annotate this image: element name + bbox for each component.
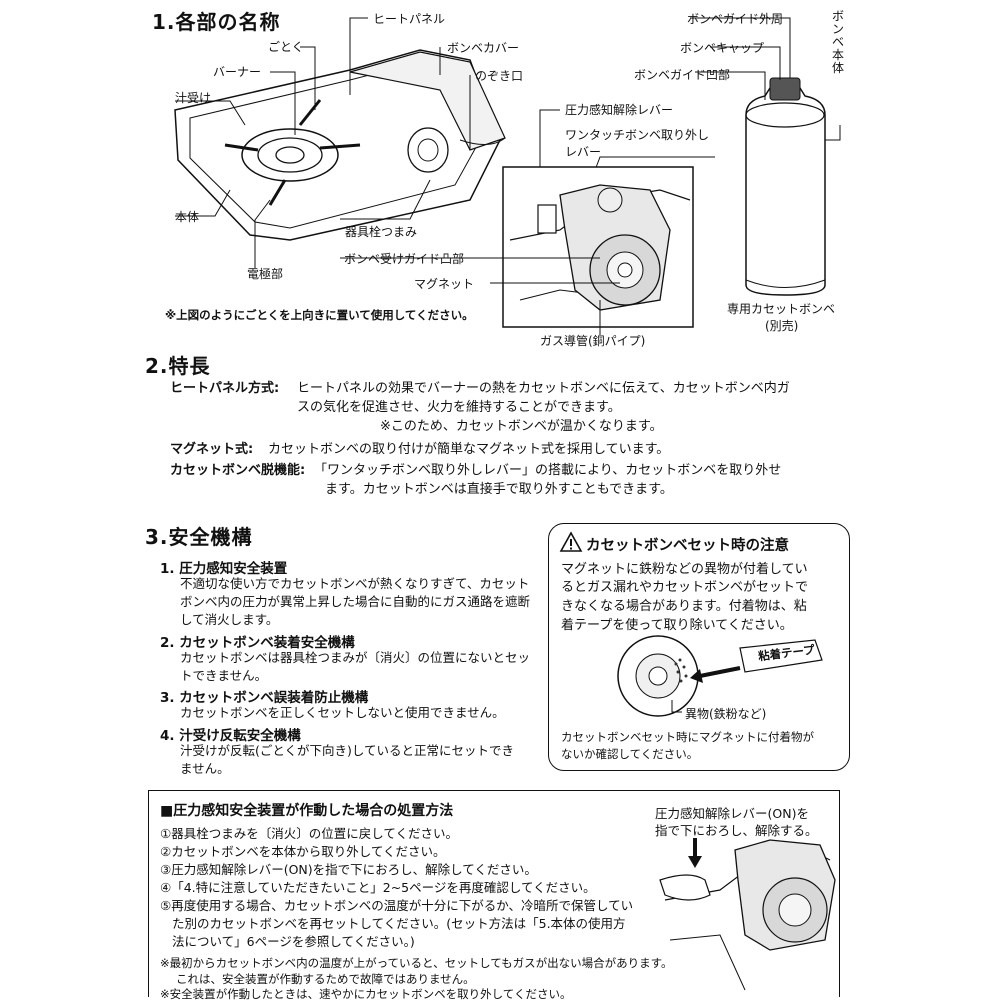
procedure-step: ②カセットボンベを本体から取り外してください。	[160, 844, 446, 859]
foreign-label: 異物(鉄粉など)	[685, 707, 767, 721]
procedure-note: ※最初からカセットボンベ内の温度が上がっていると、セットしてもガスが出ない場合が…	[160, 956, 673, 970]
label-guide-concave: ボンベガイド凹部	[634, 68, 731, 82]
caution-footer: ないか確認してください。	[561, 747, 699, 761]
feature-line: スの気化を促進させ、火力を維持することができます。	[297, 400, 621, 415]
safety-item-line: トできません。	[180, 668, 268, 683]
procedure-box	[148, 790, 840, 997]
caution-box	[548, 523, 850, 771]
label-denkyoku: 電極部	[247, 267, 284, 281]
feature-term: ヒートパネル方式:	[170, 381, 280, 396]
feature-line: ます。カセットボンベは直接手で取り外すこともできます。	[325, 482, 673, 497]
section1-note: ※上図のようにごとくを上向きに置いて使用してください。	[165, 308, 474, 322]
feature-line: カセットボンベの取り付けが簡単なマグネット式を採用しています。	[268, 442, 670, 457]
caution-title: カセットボンベセット時の注意	[586, 538, 789, 554]
safety-item-line: カセットボンベは器具栓つまみが〔消火〕の位置にないとセッ	[180, 650, 531, 665]
procedure-title: ■圧力感知安全装置が作動した場合の処置方法	[160, 803, 454, 819]
safety-item-line: して消火します。	[180, 612, 279, 627]
feature-line: 「ワンタッチボンベ取り外しレバー」の搭載により、カセットボンベを取り外せ	[314, 463, 782, 478]
procedure-side-caption: 指で下におろし、解除する。	[655, 823, 818, 838]
procedure-side-caption: 圧力感知解除レバー(ON)を	[655, 806, 809, 821]
label-bombe-cover: ボンベカバー	[447, 41, 520, 55]
procedure-step: ⑤再度使用する場合、カセットボンベの温度が十分に下がるか、冷暗所で保管してい	[160, 898, 634, 913]
label-hontai: 本体	[175, 210, 200, 224]
label-pressure-lever: 圧力感知解除レバー	[565, 103, 674, 117]
safety-item-line: 不適切な使い方でカセットボンベが熱くなりすぎて、カセット	[180, 576, 530, 591]
label-gas-pipe: ガス導管(銅パイプ)	[540, 334, 646, 348]
label-gotoku: ごとく	[268, 40, 304, 54]
label-one-touch-2: レバー	[565, 145, 602, 159]
section3-title: 3.安全機構	[145, 525, 253, 549]
safety-item-line: 汁受けが反転(ごとくが下向き)していると正常にセットでき	[180, 743, 515, 758]
label-magnet: マグネット	[414, 277, 475, 291]
label-guide-convex: ボンベ受けガイド凸部	[344, 252, 465, 266]
procedure-note: これは、安全装置が作動するためで故障ではありません。	[176, 972, 475, 986]
label-one-touch: ワンタッチボンベ取り外し	[565, 128, 710, 142]
procedure-step: た別のカセットボンベを再セットしてください。(セット方法は「5.本体の使用方	[172, 916, 626, 931]
procedure-note: ※安全装置が作動したときは、速やかにカセットボンベを取り外してください。	[160, 987, 572, 1001]
safety-item-line: カセットボンベを正しくセットしないと使用できません。	[180, 705, 505, 720]
safety-item-title: 1. 圧力感知安全装置	[160, 561, 288, 577]
procedure-step: ④「4.特に注意していただきたいこと」2~5ページを再度確認してください。	[160, 880, 596, 895]
procedure-step: ①器具栓つまみを〔消火〕の位置に戻してください。	[160, 826, 458, 841]
label-sold-separately: (別売)	[765, 319, 799, 333]
label-cassette-bombe: 専用カセットボンベ	[727, 302, 836, 316]
label-guide-outer: ボンベガイド外周	[687, 12, 784, 26]
caution-footer: カセットボンベセット時にマグネットに付着物が	[561, 730, 814, 744]
feature-term: マグネット式:	[170, 442, 254, 457]
caution-line: 着テープを使って取り除いてください。	[561, 618, 793, 633]
caution-line: るとガス漏れやカセットボンベがセットで	[561, 580, 809, 595]
label-knob: 器具栓つまみ	[345, 225, 418, 239]
safety-item-line: ません。	[180, 761, 230, 776]
warning-icon	[559, 531, 583, 552]
procedure-step: ③圧力感知解除レバー(ON)を指で下におろし、解除してください。	[160, 862, 537, 877]
safety-item-title: 2. カセットボンベ装着安全機構	[160, 635, 355, 651]
label-heat-panel: ヒートパネル	[373, 12, 446, 26]
section2-title: 2.特長	[145, 354, 211, 378]
procedure-step: 法について」6ページを参照してください。)	[172, 934, 415, 949]
safety-item-title: 4. 汁受け反転安全機構	[160, 728, 301, 744]
safety-item-title: 3. カセットボンベ誤装着防止機構	[160, 690, 369, 706]
caution-line: マグネットに鉄粉などの異物が付着してい	[561, 562, 808, 577]
label-burner: バーナー	[213, 65, 262, 79]
label-nozoki: のぞき口	[475, 69, 524, 83]
section1-title: 1.各部の名称	[152, 10, 281, 34]
label-bombe-cap: ボンベキャップ	[680, 41, 765, 55]
label-bombe-body: ボンベ本体	[832, 9, 845, 75]
safety-item-line: ボンベ内の圧力が異常上昇した場合に自動的にガス通路を遮断	[180, 594, 531, 609]
caution-line: きなくなる場合があります。付着物は、粘	[561, 599, 807, 614]
feature-term: カセットボンベ脱機能:	[170, 463, 306, 478]
label-shiruuke: 汁受け	[175, 91, 212, 105]
feature-line: ヒートパネルの効果でバーナーの熱をカセットボンベに伝えて、カセットボンベ内ガ	[297, 381, 790, 396]
feature-line: ※このため、カセットボンベが温かくなります。	[380, 419, 663, 434]
